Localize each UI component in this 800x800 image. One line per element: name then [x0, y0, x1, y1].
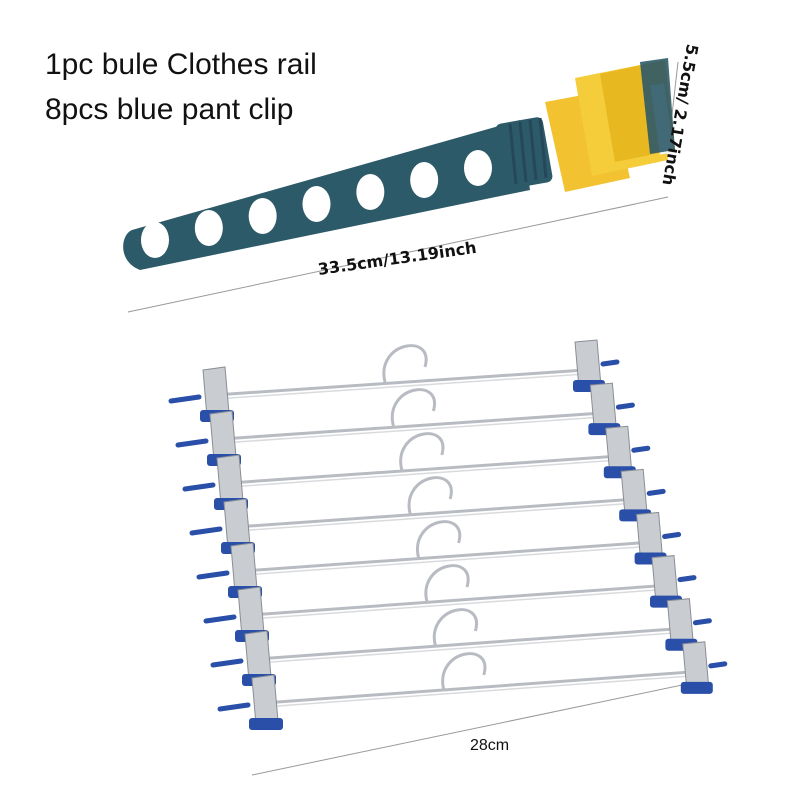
rail-hole — [248, 198, 277, 234]
pant-clip — [203, 555, 697, 642]
rail-yellow-cap — [545, 58, 675, 192]
rail-hole — [356, 174, 385, 210]
clip-width-label: 28cm — [470, 737, 510, 754]
pant-clip — [217, 641, 728, 730]
rail-hole — [194, 210, 223, 246]
pant-clip — [175, 382, 635, 466]
rail-holes — [141, 150, 492, 258]
rail-hole — [464, 150, 492, 186]
clothes-rail — [123, 58, 675, 270]
pant-clip — [182, 425, 651, 510]
rail-hole — [141, 222, 169, 258]
rail-connector — [495, 117, 553, 189]
pant-clip — [189, 468, 666, 554]
rail-hole — [302, 186, 331, 222]
headline-line-1: 1pc bule Clothes rail — [45, 48, 317, 81]
rail-hole — [410, 162, 439, 198]
rail-length-dimension-line — [127, 196, 669, 313]
headline-line-2: 8pcs blue pant clip — [45, 93, 294, 126]
pant-clips — [168, 339, 728, 730]
clip-width-dimension-line — [251, 679, 707, 776]
